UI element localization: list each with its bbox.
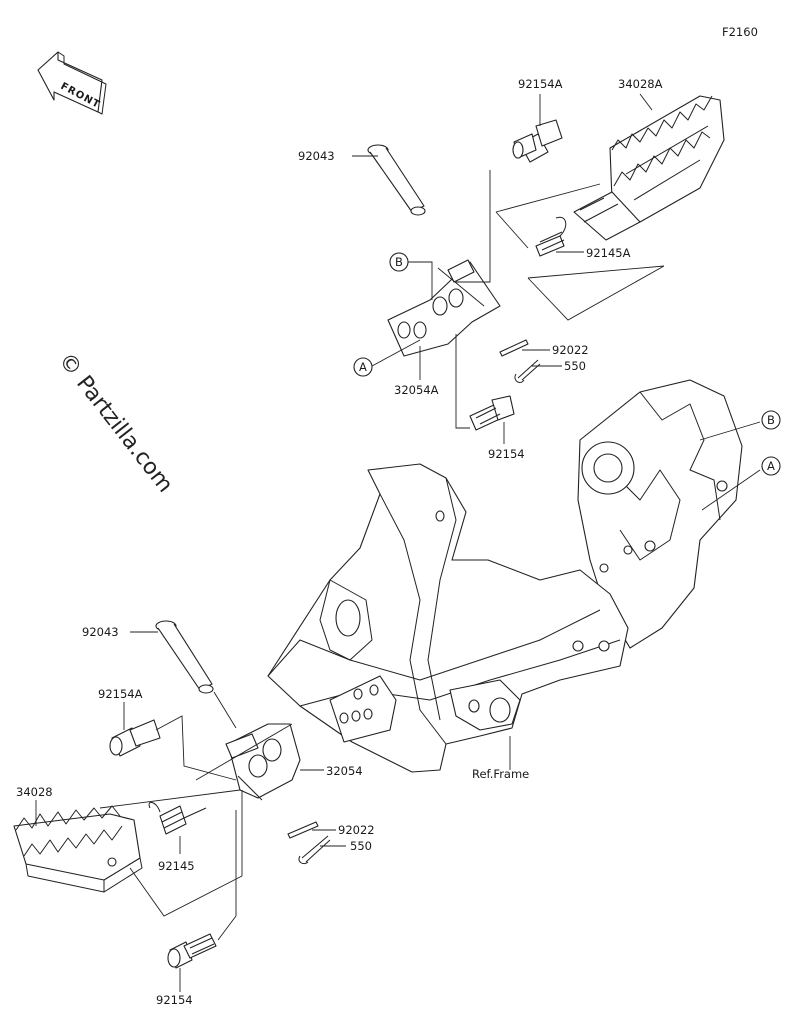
label-92022-top: 92022	[552, 343, 589, 357]
frame-outline	[267, 379, 743, 773]
label-92154-bottom: 92154	[156, 993, 193, 1007]
spring-92145A-top	[535, 216, 567, 257]
callout-B-frame: B	[761, 410, 781, 430]
washer-92022-bottom	[287, 821, 319, 839]
label-ref-frame: Ref.Frame	[472, 767, 529, 781]
pin-92043-bottom	[155, 620, 214, 694]
leader-lines-top	[352, 93, 665, 444]
svg-text:A: A	[767, 459, 775, 473]
callout-A-top: A	[353, 357, 373, 377]
washer-92022-top	[499, 339, 529, 357]
figure-code: F2160	[722, 25, 758, 39]
front-arrow-icon: FRONT	[37, 51, 107, 115]
callout-B-top: B	[389, 252, 409, 272]
footpeg-34028-bottom	[13, 805, 143, 893]
svg-text:B: B	[395, 255, 403, 269]
pin-92043-top	[367, 144, 426, 216]
label-92154A-bottom: 92154A	[98, 687, 143, 701]
spring-92145-bottom	[148, 802, 207, 835]
cotter-pin-550-top	[514, 359, 541, 383]
label-92145-bottom: 92145	[158, 859, 195, 873]
label-92043-top: 92043	[298, 149, 335, 163]
svg-text:B: B	[767, 413, 775, 427]
label-32054-bottom: 32054	[326, 764, 363, 778]
bolt-92154-bottom	[167, 933, 217, 969]
cotter-pin-550-bottom	[298, 835, 331, 865]
footpeg-34028A-top	[573, 95, 725, 241]
label-92145A-top: 92145A	[586, 246, 631, 260]
watermark: © Partzilla.com	[53, 348, 177, 497]
leader-lines-frame	[509, 421, 761, 770]
label-34028A-top: 34028A	[618, 77, 663, 91]
label-550-bottom: 550	[350, 839, 372, 853]
bolt-92154A-top	[512, 119, 563, 163]
label-92043-bottom: 92043	[82, 625, 119, 639]
bolt-92154-top	[469, 395, 515, 431]
label-32054A-top: 32054A	[394, 383, 439, 397]
label-92022-bottom: 92022	[338, 823, 375, 837]
bolt-92154A-bottom	[109, 719, 161, 757]
leader-lines-bottom	[35, 631, 346, 992]
bracket-32054A-top	[387, 259, 501, 357]
label-92154A-top: 92154A	[518, 77, 563, 91]
label-92154-top: 92154	[488, 447, 525, 461]
label-34028-bottom: 34028	[16, 785, 53, 799]
svg-text:A: A	[359, 360, 367, 374]
label-550-top: 550	[564, 359, 586, 373]
callout-A-frame: A	[761, 456, 781, 476]
bracket-32054-bottom	[225, 723, 301, 801]
